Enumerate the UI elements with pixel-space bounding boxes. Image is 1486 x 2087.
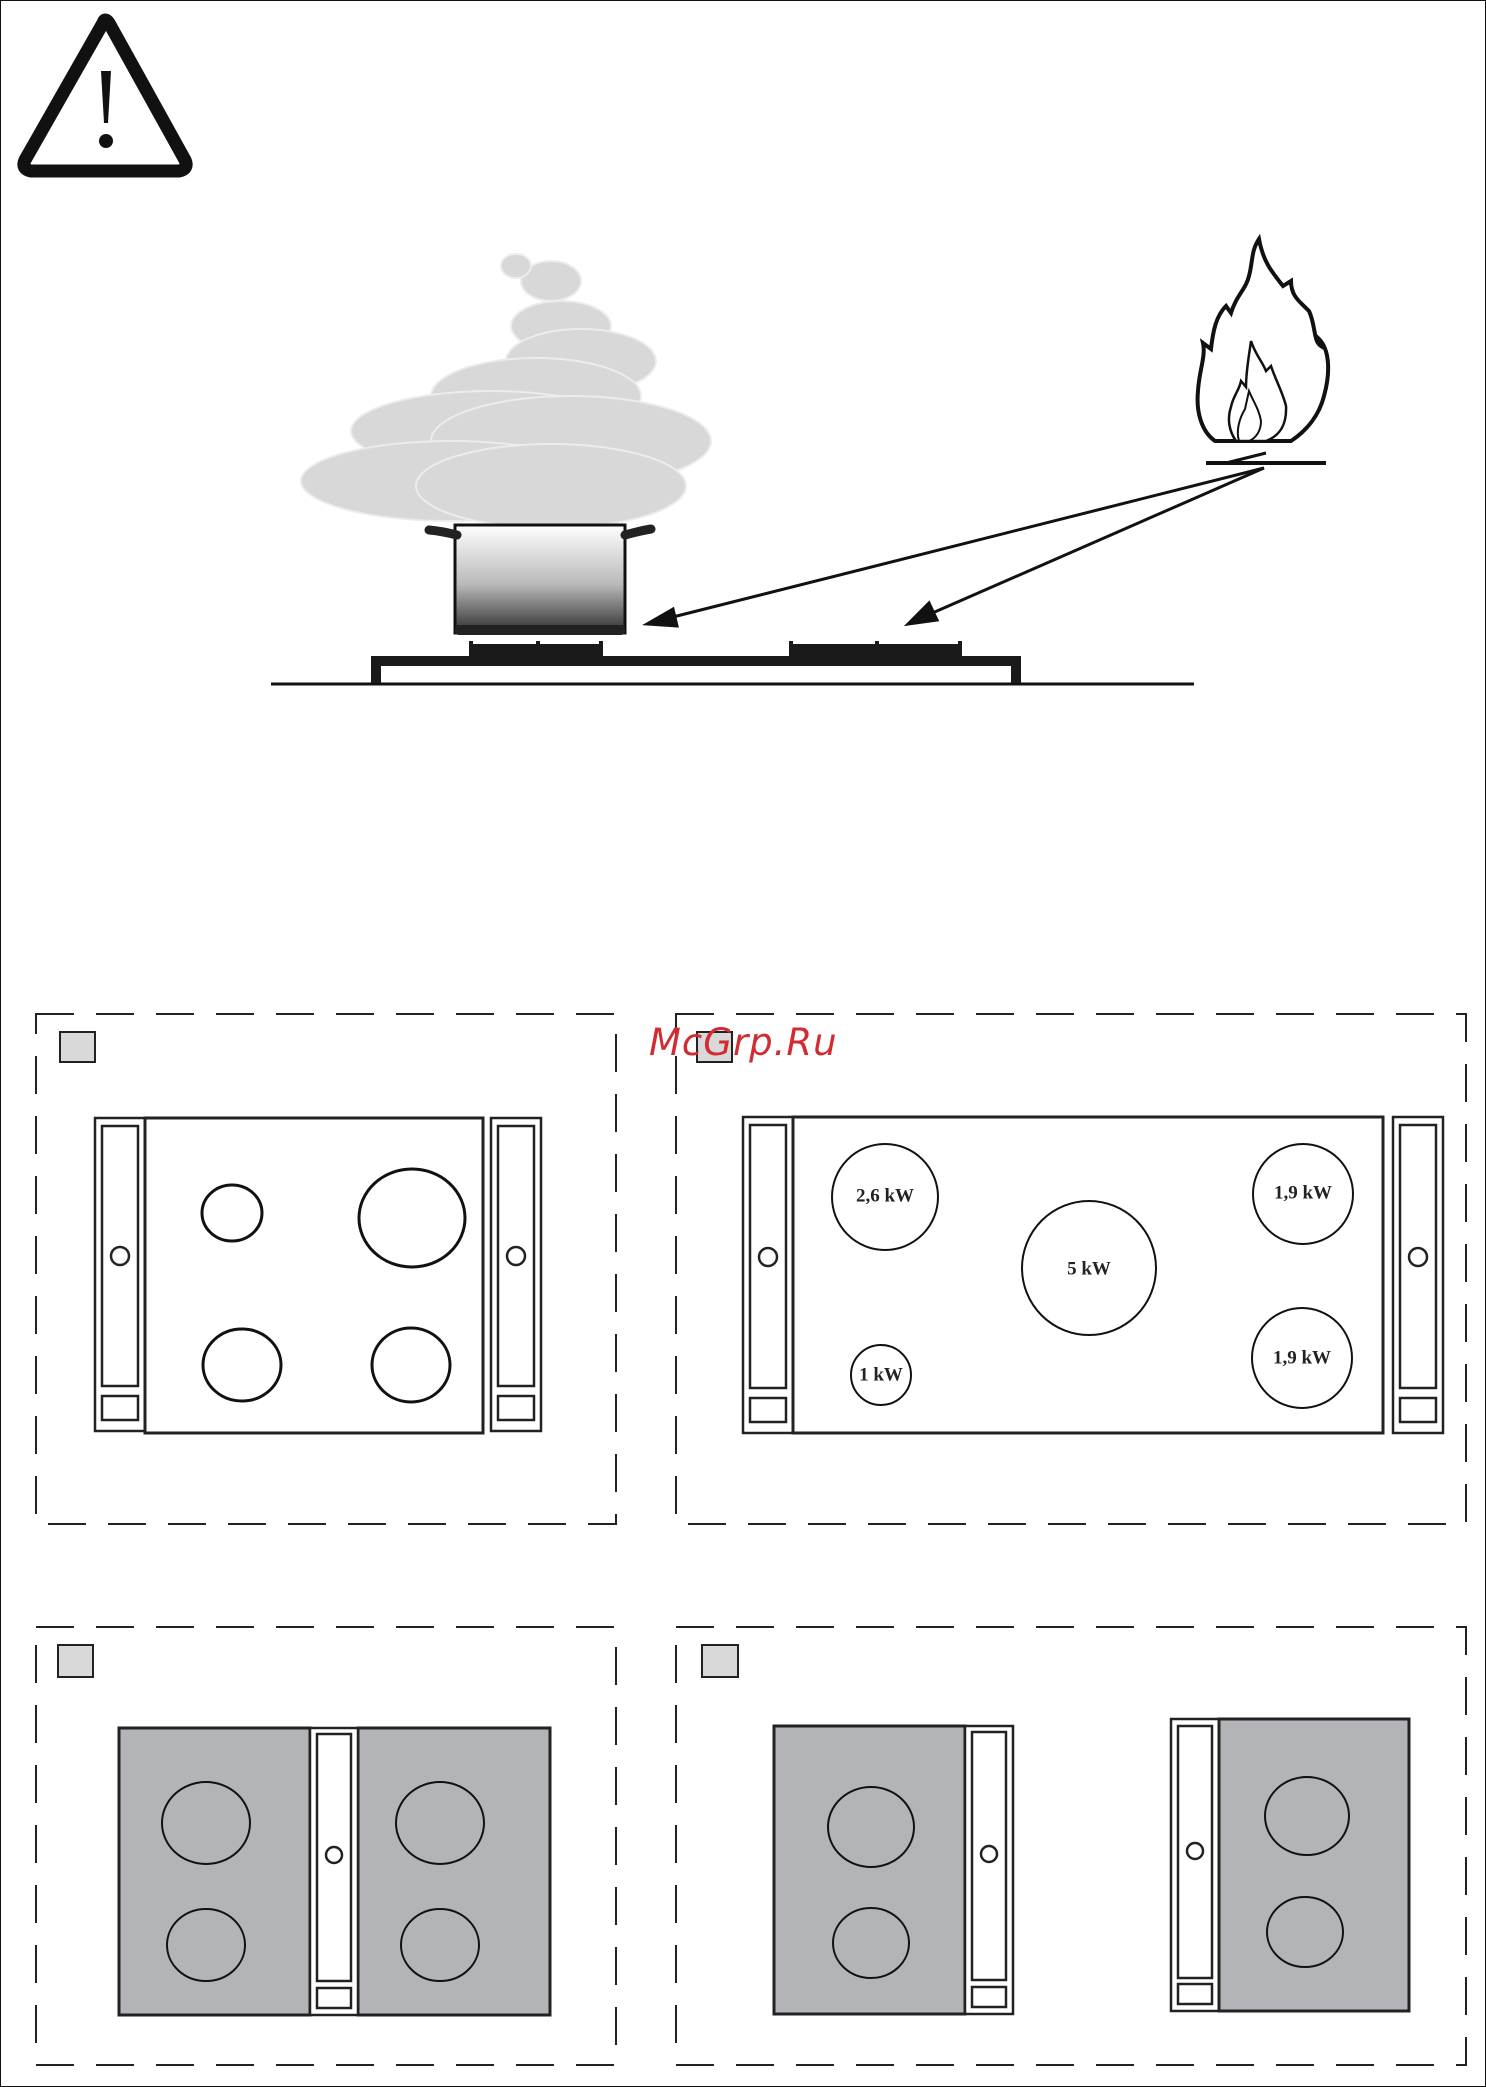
hazard-arrows: [647, 468, 1264, 626]
hob-right: [1219, 1719, 1409, 2011]
control-strip-left: [95, 1118, 145, 1431]
panel-marker: [60, 1032, 95, 1062]
warning-triangle-icon: [15, 15, 195, 180]
flame-icon: [1198, 239, 1329, 463]
power-label-5-kw: 5 kW: [1067, 1258, 1111, 1279]
control-strip-right: [1393, 1117, 1443, 1433]
cooking-zones: [202, 1169, 465, 1402]
layout-panel-1: [35, 1013, 617, 1525]
control-strip-right-hob: [1171, 1719, 1219, 2011]
panel-marker: [58, 1645, 93, 1677]
power-label-1-kw: 1 kW: [859, 1364, 903, 1385]
hob-left: [119, 1728, 310, 2015]
hob-right: [358, 1728, 550, 2015]
control-strip-left-hob: [965, 1726, 1013, 2014]
layout-panel-2: 2,6 kW 1,9 kW 5 kW 1 kW 1,9 kW: [675, 1013, 1467, 1525]
hob-profile: [371, 641, 1021, 684]
hob-surface: [145, 1118, 483, 1433]
layout-panel-4: [675, 1626, 1467, 2066]
cooking-fire-illustration: [261, 231, 1341, 701]
panel-marker: [702, 1645, 738, 1677]
layout-panel-3: [35, 1626, 617, 2066]
cooking-pot: [429, 525, 651, 635]
power-label-2-6-kw: 2,6 kW: [856, 1185, 914, 1206]
control-strip-right: [491, 1118, 541, 1431]
power-label-1-9-kw-bottom: 1,9 kW: [1273, 1347, 1331, 1368]
hob-left: [774, 1726, 965, 2014]
control-strip-center: [310, 1728, 358, 2015]
watermark: McGrp.Ru: [649, 1021, 838, 1064]
control-strip-left: [743, 1117, 793, 1433]
power-label-1-9-kw-top: 1,9 kW: [1274, 1182, 1332, 1203]
steam-cloud: [301, 254, 711, 528]
